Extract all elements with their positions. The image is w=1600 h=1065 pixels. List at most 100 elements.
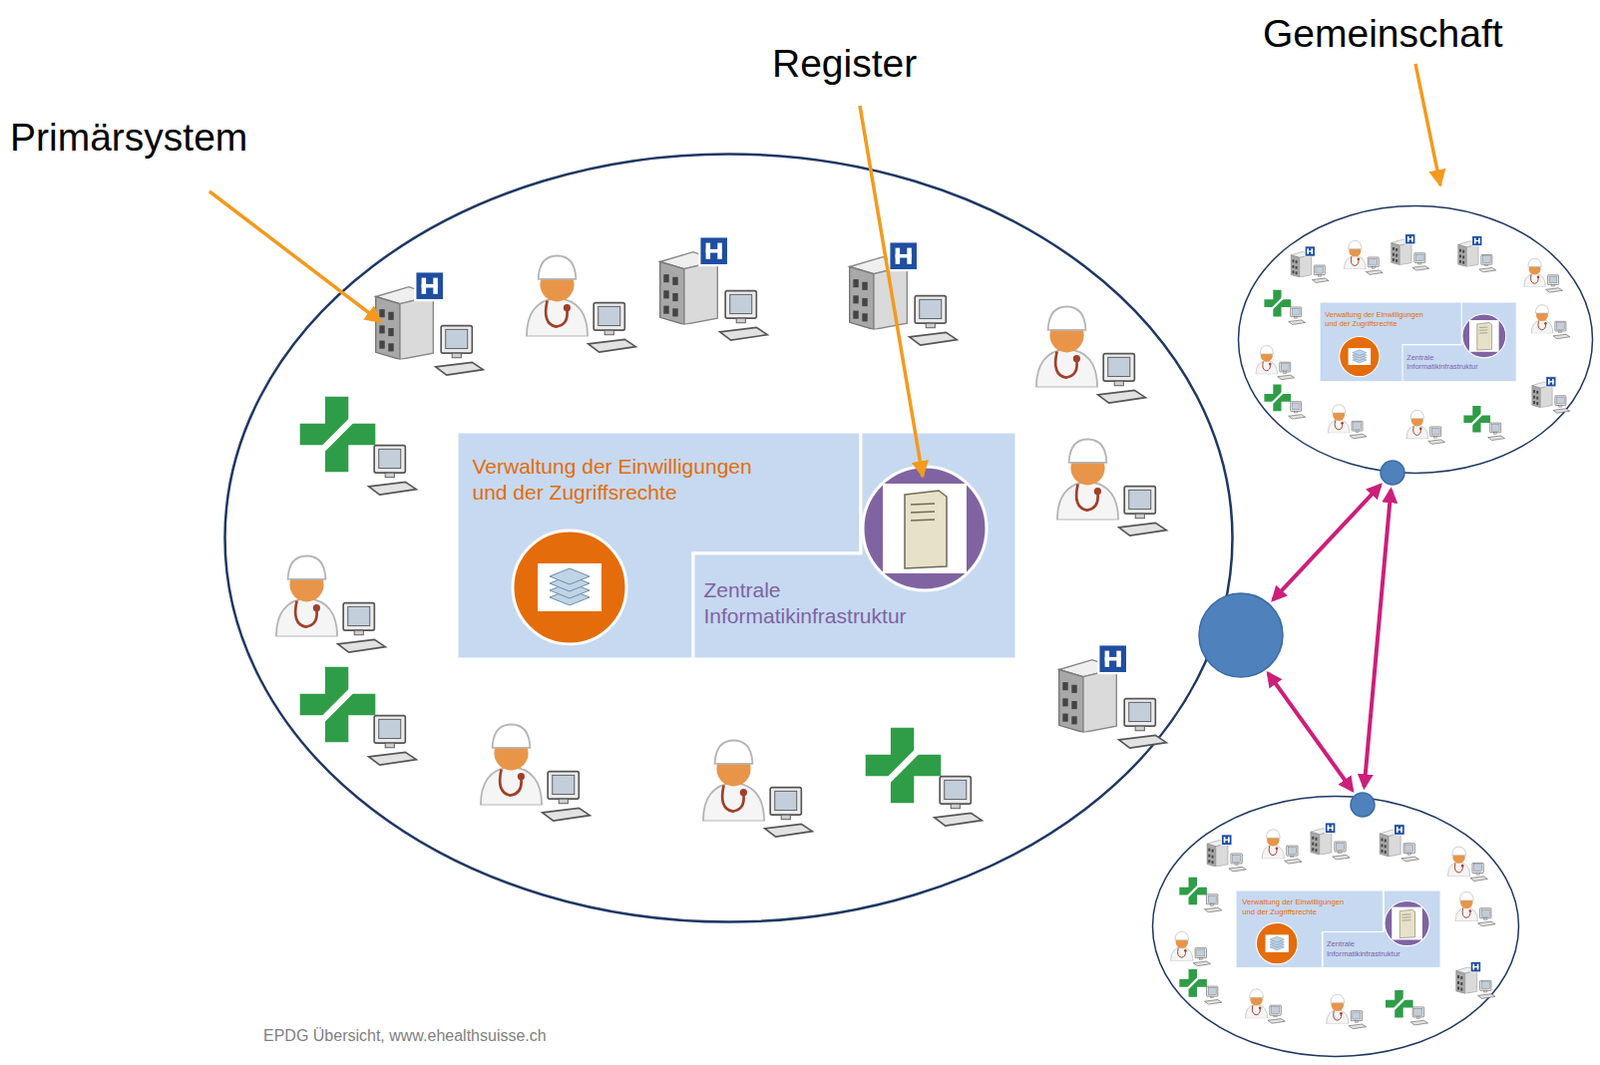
computer-icon	[588, 303, 637, 354]
computer-icon	[765, 788, 813, 838]
gateway-shape	[1380, 460, 1405, 485]
consent-icon-sheet	[1269, 936, 1285, 943]
pharmacy-icon	[1463, 405, 1491, 433]
consent-icon	[1338, 337, 1379, 378]
pharmacy-icon	[865, 728, 942, 804]
computer-icon	[1428, 426, 1446, 444]
leader-line	[209, 191, 382, 323]
doctor-icon	[1244, 989, 1267, 1020]
computer-icon	[1410, 1007, 1428, 1026]
computer-icon	[1277, 362, 1295, 380]
doctor-icon	[480, 725, 542, 806]
doctor-icon	[1531, 305, 1554, 335]
server-slot	[910, 519, 935, 521]
server-slot	[1479, 329, 1488, 331]
leader-line	[859, 105, 923, 477]
doctor-icon	[1406, 409, 1429, 439]
hospital-icon	[1532, 377, 1557, 408]
pharmacy-icon	[1179, 969, 1207, 998]
consent-icon	[1256, 922, 1299, 965]
register-icon	[1384, 900, 1430, 946]
server-slot	[1401, 913, 1411, 915]
gateway-shape	[1199, 593, 1283, 678]
register-icon-card	[1469, 320, 1500, 353]
doctor-icon	[1326, 994, 1349, 1025]
doctor-icon	[1057, 439, 1119, 521]
hospital-icon	[1456, 961, 1482, 994]
hospital-icon	[376, 271, 444, 360]
hospital-icon	[1290, 246, 1315, 278]
computer-icon	[1478, 980, 1496, 999]
doctor-icon	[1344, 240, 1367, 270]
computer-icon	[1288, 307, 1306, 325]
pharmacy-icon	[300, 667, 377, 744]
server-tower	[1477, 323, 1493, 352]
computer-icon	[1349, 420, 1367, 438]
label-holder: EPDG Übersicht, www.ehealthsuisse.ch	[263, 1027, 547, 1046]
computer-icon	[1098, 354, 1147, 404]
ellipse-shape	[225, 154, 1233, 923]
server-tower	[1399, 909, 1415, 938]
consent-label: Verwaltung der Einwilligungen und der Zu…	[1241, 897, 1355, 917]
pharmacy-icon	[1263, 385, 1291, 412]
community-heading: Gemeinschaft	[1262, 11, 1504, 56]
hospital-icon	[1059, 644, 1128, 733]
doctor-icon	[1327, 404, 1350, 434]
doctor-icon	[1447, 846, 1470, 877]
gateway-circle	[1379, 459, 1406, 486]
consent-icon-card	[1265, 934, 1289, 952]
callout-label: Primärsystem	[9, 115, 248, 160]
server-slot	[1401, 916, 1411, 918]
source-note: EPDG Übersicht, www.ehealthsuisse.ch	[263, 1027, 547, 1046]
double-arrow	[1268, 673, 1353, 791]
computer-icon	[1119, 486, 1168, 537]
hospital-icon	[660, 236, 729, 325]
server-slot	[910, 503, 935, 505]
infrastructure-label: Zentrale Informatikinfrastruktur	[704, 577, 944, 631]
doctor-icon	[1036, 307, 1098, 389]
infrastructure-label: Zentrale Informatikinfrastruktur	[1406, 353, 1492, 373]
computer-icon	[1203, 894, 1221, 913]
computer-icon	[369, 716, 417, 767]
ellipse-shape	[1153, 797, 1520, 1058]
consent-icon	[512, 530, 627, 645]
computer-icon	[720, 291, 769, 342]
consent-label: Verwaltung der Einwilligungen und der Zu…	[1324, 310, 1434, 330]
label-holder: Register	[772, 41, 917, 86]
gateway-dot	[1379, 459, 1406, 486]
hospital-icon	[1458, 235, 1483, 267]
computer-icon	[1546, 275, 1564, 293]
pharmacy-icon	[1385, 990, 1414, 1019]
consent-label: Verwaltung der Einwilligungen und der Zu…	[472, 453, 783, 507]
hospital-icon	[1379, 824, 1405, 857]
computer-icon	[1348, 1011, 1366, 1030]
gateway-shape	[1350, 793, 1375, 817]
computer-icon	[1412, 253, 1430, 271]
doctor-icon	[526, 256, 588, 338]
computer-icon	[1401, 843, 1419, 862]
hospital-icon	[1310, 822, 1336, 855]
gateway-circle	[1349, 792, 1376, 818]
computer-icon	[1332, 841, 1350, 860]
hospital-icon	[1206, 834, 1232, 867]
doctor-icon	[703, 741, 765, 822]
register-icon	[1462, 314, 1507, 359]
computer-icon	[1284, 845, 1302, 864]
consent-icon-sheet	[549, 568, 590, 585]
computer-icon	[1193, 948, 1210, 967]
computer-icon	[909, 296, 958, 347]
computer-icon	[1119, 699, 1168, 750]
computer-icon	[1478, 908, 1496, 927]
server-slot	[1401, 919, 1411, 921]
gateway-dot	[1198, 592, 1284, 679]
server-slot	[1479, 327, 1488, 329]
computer-icon	[1311, 265, 1329, 283]
doctor-icon	[276, 556, 338, 638]
computer-icon	[1267, 1005, 1285, 1024]
ellipse-shape	[1238, 206, 1594, 474]
community-ellipse: Verwaltung der Einwilligungen und der Zu…	[1151, 795, 1521, 1059]
computer-icon	[1553, 396, 1571, 413]
computer-icon	[1288, 401, 1306, 419]
computer-icon	[1488, 422, 1506, 440]
computer-icon	[435, 326, 484, 377]
